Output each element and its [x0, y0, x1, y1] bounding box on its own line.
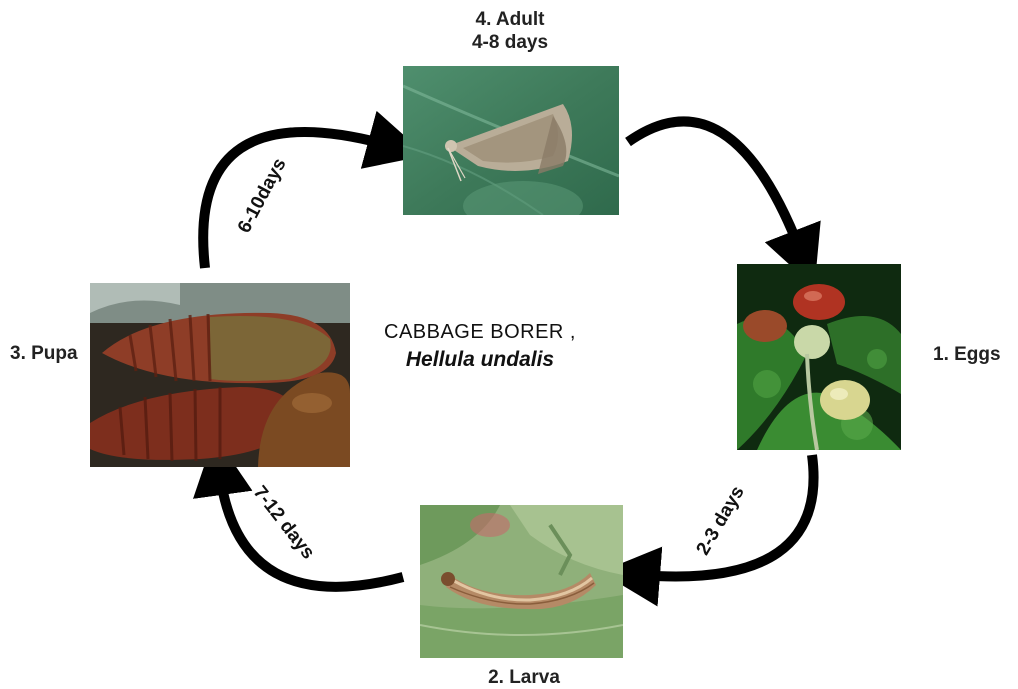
- scientific-name: Hellula undalis: [330, 346, 630, 374]
- arrow-larva-to-pupa: [220, 475, 403, 587]
- larva-label: 2. Larva: [474, 666, 574, 689]
- adult-duration: 4-8 days: [440, 31, 580, 54]
- species-title: CABBAGE BORER , Hellula undalis: [330, 318, 630, 374]
- arrow-adult-to-eggs: [628, 121, 800, 250]
- adult-label: 4. Adult: [440, 8, 580, 31]
- eggs-label: 1. Eggs: [933, 343, 1001, 366]
- pupa-image: [90, 283, 350, 467]
- larva-image: [420, 505, 623, 658]
- adult-label-group: 4. Adult 4-8 days: [440, 8, 580, 54]
- eggs-image: [737, 264, 901, 450]
- arrow-pupa-to-adult: [203, 132, 388, 268]
- adult-moth-image: [403, 66, 619, 215]
- pupa-label: 3. Pupa: [10, 342, 78, 365]
- common-name: CABBAGE BORER ,: [330, 318, 630, 346]
